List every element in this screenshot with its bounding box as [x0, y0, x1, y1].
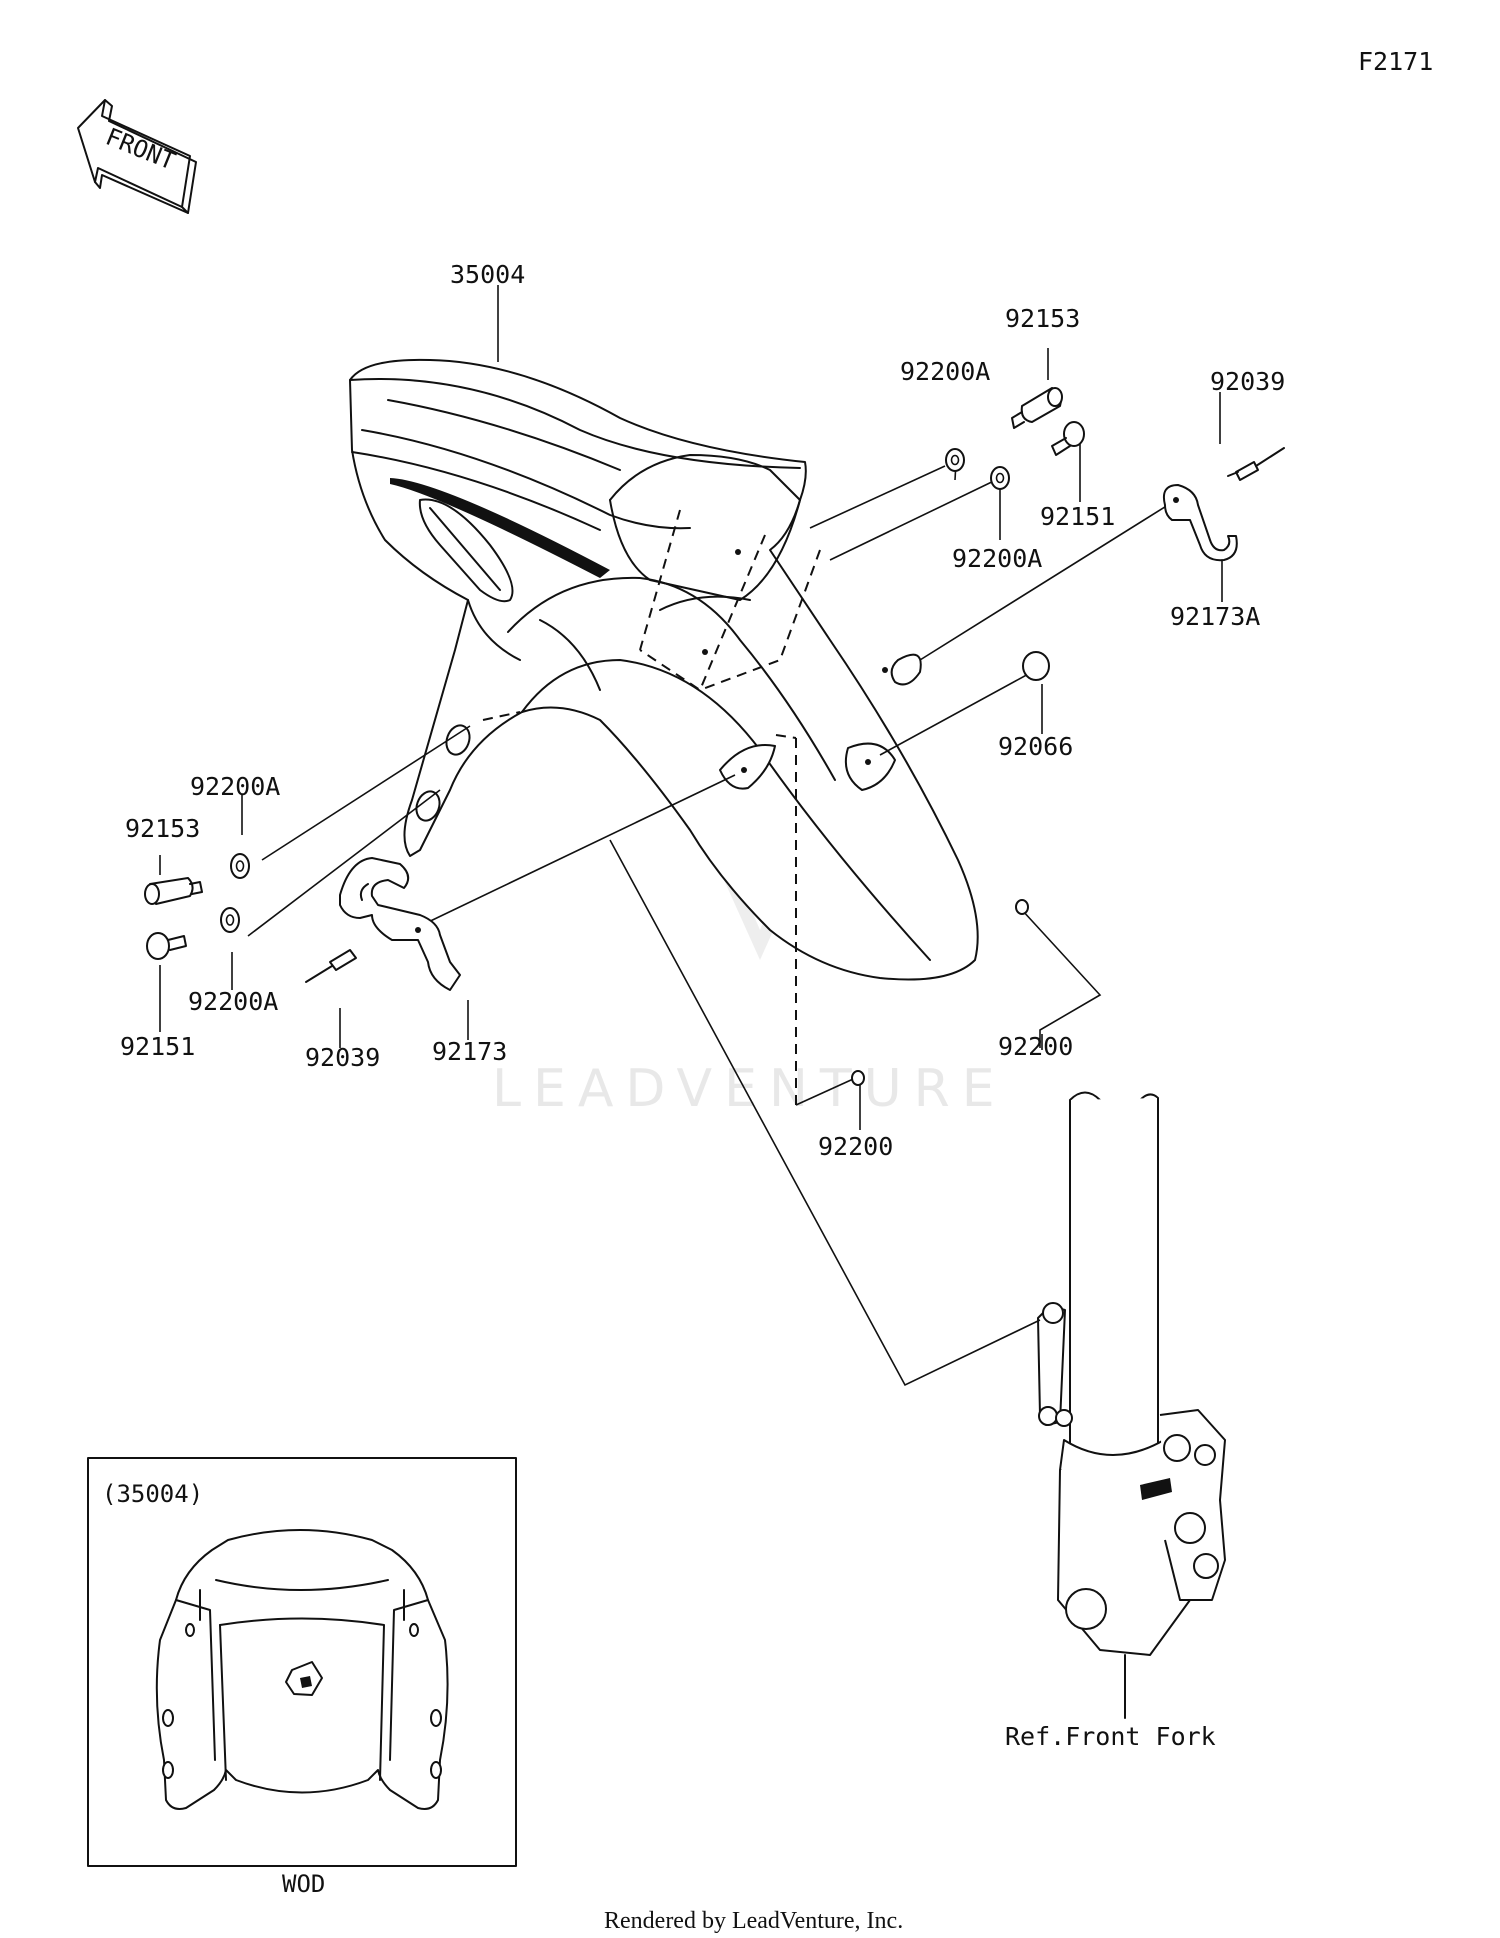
label-92066: 92066	[998, 732, 1073, 761]
label-92200-bottom-right: 92200	[998, 1032, 1073, 1061]
diagram-code: F2171	[1358, 47, 1433, 76]
label-92200a-top-right: 92200A	[952, 544, 1042, 573]
inset-fender-view	[155, 1529, 449, 1810]
washer-92200a-top-right	[990, 466, 1010, 490]
front-fender	[349, 358, 979, 1105]
label-92039-left: 92039	[305, 1043, 380, 1072]
label-92200a-left-bottom: 92200A	[188, 987, 278, 1016]
clamp-92173a-right	[1162, 484, 1238, 562]
front-fork	[1037, 1091, 1226, 1719]
clamp-92173-left	[339, 857, 461, 991]
collar-92153-top	[1011, 387, 1063, 429]
bolt-92151-left	[146, 932, 187, 960]
rivet-92039-right	[1227, 447, 1285, 481]
inset-variant-box: (35004)	[87, 1457, 517, 1867]
washer-92200a-top	[945, 448, 965, 472]
label-92173a-right: 92173A	[1170, 602, 1260, 631]
leader-lines	[159, 285, 1223, 1387]
washer-92200-bottom-center	[851, 1070, 865, 1086]
footer-credit: Rendered by LeadVenture, Inc.	[604, 1908, 903, 1934]
washer-92200a-left-top	[230, 853, 250, 879]
front-arrow-icon: FRONT	[77, 99, 197, 214]
bolt-92151-top	[1051, 421, 1085, 456]
label-92153-left: 92153	[125, 814, 200, 843]
ref-front-fork-label: Ref.Front Fork	[1005, 1722, 1216, 1751]
label-92173-left: 92173	[432, 1037, 507, 1066]
grommet-92066	[1022, 651, 1050, 681]
label-92153-top: 92153	[1005, 304, 1080, 333]
inset-caption: WOD	[282, 1870, 325, 1898]
label-92039-right: 92039	[1210, 367, 1285, 396]
washer-92200-bottom-right	[1015, 899, 1029, 915]
label-92200a-top: 92200A	[900, 357, 990, 386]
watermark-text: LEADVENTURE	[492, 1059, 1007, 1119]
label-92200a-left-top: 92200A	[190, 772, 280, 801]
collar-92153-left	[144, 877, 203, 905]
washer-92200a-left-bottom	[220, 907, 240, 933]
rivet-92039-left	[305, 949, 357, 983]
label-92151-top: 92151	[1040, 502, 1115, 531]
inset-title: (35004)	[102, 1480, 203, 1508]
label-35004: 35004	[450, 260, 525, 289]
label-92200-bottom-center: 92200	[818, 1132, 893, 1161]
label-92151-left: 92151	[120, 1032, 195, 1061]
